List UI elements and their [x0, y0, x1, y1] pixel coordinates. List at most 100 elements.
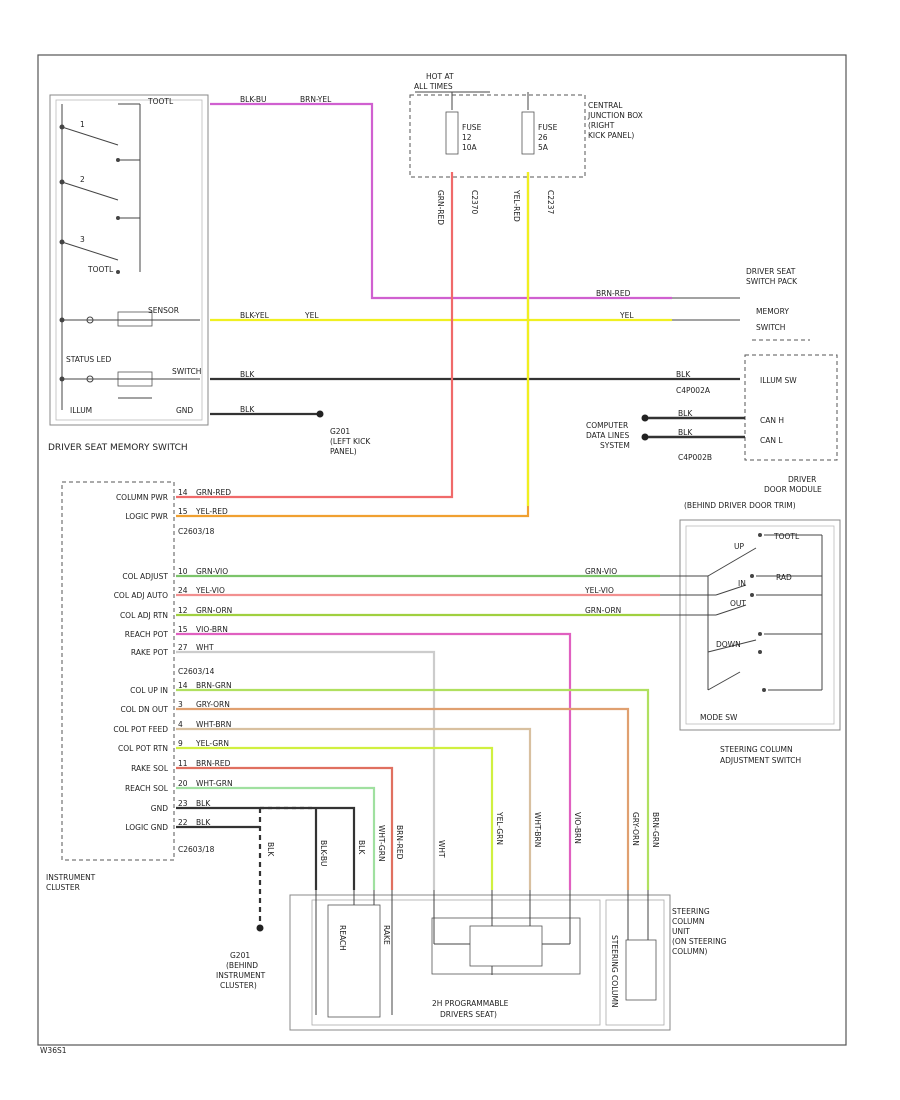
wire-column-pwr	[176, 172, 454, 499]
ss-tootl: TOOTL	[773, 532, 800, 541]
cluster-pin-label: COL ADJUST	[122, 572, 168, 581]
svg-text:10A: 10A	[462, 143, 478, 152]
cluster-pin-label: REACH SOL	[125, 784, 169, 793]
cluster-pin-label: REACH POT	[125, 630, 169, 639]
wire-illum-blk-label: BLK	[676, 370, 691, 379]
can-h-label: CAN H	[760, 416, 784, 425]
memory-button-2[interactable]: 2	[59, 175, 141, 220]
seat-module-caption-1: 2H PROGRAMMABLE	[432, 999, 509, 1008]
svg-text:FUSE: FUSE	[462, 123, 482, 132]
cluster-pin-label: COL ADJ AUTO	[114, 591, 168, 600]
wire-switch-pack-1-label: BRN-RED	[596, 289, 631, 298]
cluster-pin-wire: WHT-GRN	[196, 779, 233, 788]
ss-caption-2: ADJUSTMENT SWITCH	[720, 756, 801, 765]
g201b-name: G201	[230, 951, 250, 960]
cluster-pin-label: LOGIC PWR	[125, 512, 168, 521]
footer-code: W36S1	[40, 1046, 67, 1055]
cluster-pin-wire: GRY-ORN	[196, 700, 230, 709]
svg-text:FUSE: FUSE	[538, 123, 558, 132]
g201-name: G201	[330, 427, 350, 436]
can-l-label: CAN L	[760, 436, 783, 445]
power-title-2: ALL TIMES	[414, 82, 453, 91]
cluster-pin-number: 27	[178, 643, 188, 652]
cluster-pin-wire: WHT-BRN	[196, 720, 231, 729]
motor-label-steering: STEERING COLUMN	[610, 935, 619, 1008]
can-wire-2-label: BLK	[678, 428, 693, 437]
svg-text:12: 12	[462, 133, 472, 142]
can-wire-1-label: BLK	[678, 409, 693, 418]
cluster-pin-number: 23	[178, 799, 188, 808]
can-lines	[641, 414, 745, 441]
steering-unit-line5: COLUMN)	[672, 947, 708, 956]
cluster-conn-1: C2603/18	[178, 527, 215, 536]
cluster-pin-wire: YEL-VIO	[195, 586, 225, 595]
cluster-pin-wire: WHT	[196, 643, 214, 652]
steering-unit-line4: (ON STEERING	[672, 937, 727, 946]
fuse-12: FUSE 12 10A	[445, 111, 482, 155]
central-junction-box	[409, 94, 586, 178]
cjb-line4: KICK PANEL)	[588, 131, 634, 140]
fuse1-connector: C2370	[470, 190, 479, 215]
cluster-pin-number: 22	[178, 818, 188, 827]
cluster-pin-label: LOGIC GND	[125, 823, 168, 832]
cluster-pin-wire: BRN-GRN	[196, 681, 232, 690]
illum-sw-label: ILLUM SW	[760, 376, 797, 385]
wire-logic-pwr	[176, 172, 530, 518]
fuse1-wire-label: GRN-RED	[436, 190, 445, 225]
ss-caption-1: STEERING COLUMN	[720, 745, 793, 754]
cluster-pin-number: 9	[178, 739, 183, 748]
cluster-pin-wire: YEL-GRN	[195, 739, 229, 748]
ss-down: DOWN	[716, 640, 741, 649]
motor-label-rake: RAKE	[382, 925, 391, 945]
memory-button-1[interactable]: 1	[59, 120, 141, 162]
cluster-pin-number: 15	[178, 507, 188, 516]
cluster-pin-number: 24	[178, 586, 188, 595]
cluster-pin-number: 20	[178, 779, 188, 788]
cjb-line3: (RIGHT	[588, 121, 615, 130]
power-title-1: HOT AT	[426, 72, 454, 81]
wire-gnd	[176, 806, 356, 890]
steering-unit-line1: STEERING	[672, 907, 710, 916]
wire-reach-sol	[176, 786, 376, 890]
fuse2-wire-label: YEL-RED	[512, 189, 521, 222]
wire-memory-tootl-label-b: BRN-YEL	[300, 95, 332, 104]
wire-switch-label: BLK	[240, 370, 255, 379]
vlabel-v5: BRN-RED	[395, 825, 404, 860]
svg-text:5A: 5A	[538, 143, 549, 152]
cluster-pin-number: 14	[178, 488, 188, 497]
cluster-pin-number: 15	[178, 625, 188, 634]
fuse-26: FUSE 26 5A	[521, 111, 558, 155]
cluster-caption-2: CLUSTER	[46, 883, 80, 892]
cluster-pin-label: RAKE POT	[131, 648, 169, 657]
door-module-line2: DOOR MODULE	[764, 485, 822, 494]
cluster-pin-number: 3	[178, 700, 183, 709]
cjb-line2: JUNCTION BOX	[587, 111, 643, 120]
cluster-pin-label: COLUMN PWR	[116, 493, 168, 502]
ss-wire-3-label: GRN-ORN	[585, 606, 621, 615]
cluster-pin-wire: GRN-RED	[196, 488, 231, 497]
wire-col-pot-feed	[176, 727, 532, 890]
vlabel-v8: WHT-BRN	[533, 812, 542, 847]
g201b-line3: INSTRUMENT	[216, 971, 266, 980]
cluster-pin-wire: BRN-RED	[196, 759, 231, 768]
svg-text:2: 2	[80, 175, 85, 184]
svg-text:1: 1	[80, 120, 85, 129]
cluster-caption-1: INSTRUMENT	[46, 873, 96, 882]
wire-switch-pack-2-label: YEL	[619, 311, 634, 320]
memory-button-3[interactable]: 3	[59, 235, 121, 274]
steering-unit-line2: COLUMN	[672, 917, 705, 926]
cluster-pin-number: 11	[178, 759, 188, 768]
wire-col-dn-out	[176, 707, 630, 890]
ss-rad: RAD	[776, 573, 792, 582]
ss-wire-2-label: YEL-VIO	[584, 586, 614, 595]
door-module-line3: (BEHIND DRIVER DOOR TRIM)	[684, 501, 796, 510]
wire-memory-tootl-label-a: BLK-BU	[240, 95, 267, 104]
ms-tootl-2: TOOTL	[87, 265, 114, 274]
ms-pin-gnd: GND	[176, 406, 193, 415]
wire-reach-pot	[176, 632, 572, 890]
vlabel-v2: BLK-BU	[319, 840, 328, 867]
steering-switch-contacts	[660, 533, 823, 692]
vlabel-v6: WHT	[437, 840, 446, 858]
cluster-pin-label: COL DN OUT	[121, 705, 169, 714]
